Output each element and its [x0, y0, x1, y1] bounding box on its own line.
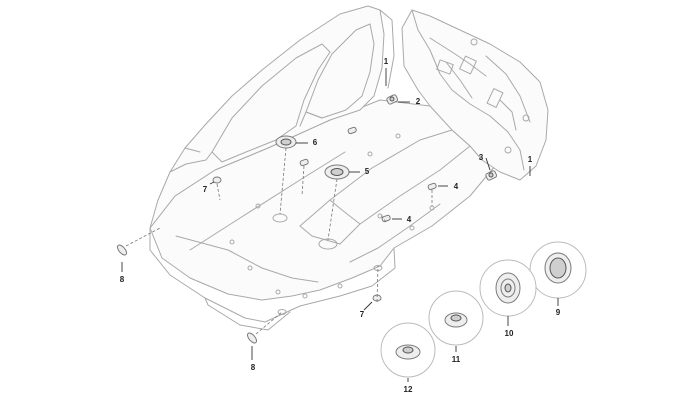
callout-9: 9 [556, 308, 561, 317]
callout-6: 6 [313, 138, 318, 147]
part-10-view [479, 259, 537, 317]
callout-3: 3 [479, 153, 484, 162]
plug-4-upper [427, 182, 437, 191]
callout-5: 5 [365, 167, 370, 176]
loose-parts [380, 241, 587, 378]
clip-2 [386, 94, 399, 105]
part-9-view [529, 241, 587, 299]
grommet-5 [324, 164, 350, 180]
callout-4-upper: 4 [454, 182, 459, 191]
plug-8-bottom [247, 332, 257, 344]
callout-7-left: 7 [203, 185, 208, 194]
part-12-view [380, 322, 436, 378]
leader-lines [121, 68, 559, 382]
callout-8-left: 8 [120, 275, 125, 284]
callout-11: 11 [452, 355, 461, 364]
callout-7-bottom: 7 [360, 310, 365, 319]
callout-8-bottom: 8 [251, 363, 256, 372]
callout-1-top: 1 [384, 57, 389, 66]
callout-10: 10 [505, 329, 514, 338]
callout-1-right: 1 [528, 155, 533, 164]
floor-pan-assembly [149, 5, 549, 331]
callout-2: 2 [416, 97, 421, 106]
plug-7-left [212, 176, 222, 184]
callout-4-lower: 4 [407, 215, 412, 224]
installed-parts [117, 94, 498, 344]
callout-labels: 1 2 3 1 4 4 5 6 7 7 8 8 9 10 11 12 [120, 57, 561, 394]
plug-8-left [117, 244, 127, 256]
grommet-6 [275, 135, 297, 149]
plug-small-b [299, 158, 309, 167]
placement-lines [125, 147, 433, 335]
callout-12: 12 [404, 385, 413, 394]
clip-3 [485, 170, 498, 181]
plug-small-a [347, 126, 357, 135]
part-11-view [428, 290, 484, 346]
